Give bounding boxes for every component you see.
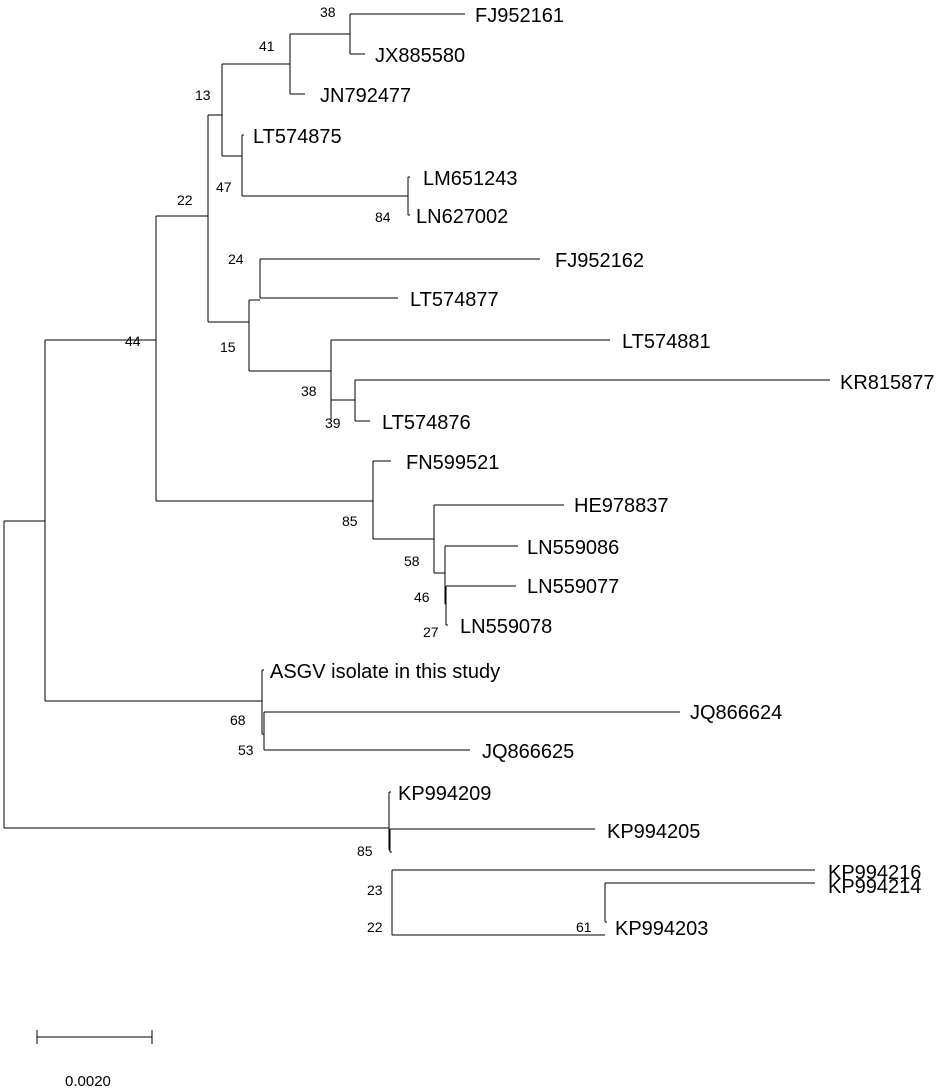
leaf-label-ln559077: LN559077 [527,576,619,598]
bootstrap-value: 24 [228,251,244,267]
bootstrap-value: 23 [367,882,383,898]
leaf-label-fn599521: FN599521 [406,452,499,474]
bootstrap-value: 85 [342,513,358,529]
scale-bar-label: 0.0020 [65,1073,111,1090]
leaf-label-lt574875: LT574875 [253,126,342,148]
taxon-labels: FJ952161JX885580JN792477LT574875LM651243… [253,5,935,940]
bootstrap-value: 61 [576,919,592,935]
bootstrap-value: 39 [325,415,341,431]
leaf-label-jx885580: JX885580 [375,45,465,67]
bootstrap-value: 38 [301,383,317,399]
leaf-label-kp994216: KP994216 [828,862,921,884]
bootstrap-value: 41 [259,38,275,54]
bootstrap-value: 15 [220,339,236,355]
bootstrap-value: 85 [357,843,373,859]
leaf-label-kp994214: KP994214 [828,876,921,898]
bootstrap-value: 46 [414,589,430,605]
leaf-label-he978837: HE978837 [574,495,669,517]
leaf-label-fj952162: FJ952162 [555,250,644,272]
leaf-label-ln559078: LN559078 [460,616,552,638]
leaf-label-jq866624: JQ866624 [690,702,782,724]
bootstrap-value: 38 [320,4,336,20]
leaf-label-lm651243: LM651243 [423,168,518,190]
bootstrap-value: 53 [238,742,254,758]
leaf-label-lt574881: LT574881 [622,331,711,353]
bootstrap-value: 13 [195,87,211,103]
leaf-label-lt574876: LT574876 [382,412,471,434]
bootstrap-value: 84 [375,209,391,225]
leaf-label-ln559086: LN559086 [527,537,619,559]
leaf-label-asgv: ASGV isolate in this study [270,661,500,683]
bootstrap-value: 58 [404,553,420,569]
bootstrap-value: 47 [216,179,232,195]
bootstrap-value: 27 [423,624,439,640]
leaf-label-kp994209: KP994209 [398,783,491,805]
bootstrap-values: 38 41 13 47 84 22 24 15 38 39 44 85 58 46 27 68 53 85 23 22… [125,4,592,935]
bootstrap-value: 44 [125,333,141,349]
leaf-label-kp994203: KP994203 [615,918,708,940]
leaf-label-lt574877: LT574877 [410,289,499,311]
leaf-label-kr815877: KR815877 [840,372,935,394]
leaf-label-kp994205: KP994205 [607,821,700,843]
scale-bar: 0.0020 [36,1030,153,1090]
bootstrap-value: 68 [230,712,246,728]
leaf-label-fj952161: FJ952161 [475,5,564,27]
leaf-label-jn792477: JN792477 [320,85,411,107]
bootstrap-value: 22 [367,919,383,935]
tree-branches [3,13,830,936]
leaf-label-ln627002: LN627002 [416,206,508,228]
bootstrap-value: 22 [177,192,193,208]
leaf-label-jq866625: JQ866625 [482,741,574,763]
